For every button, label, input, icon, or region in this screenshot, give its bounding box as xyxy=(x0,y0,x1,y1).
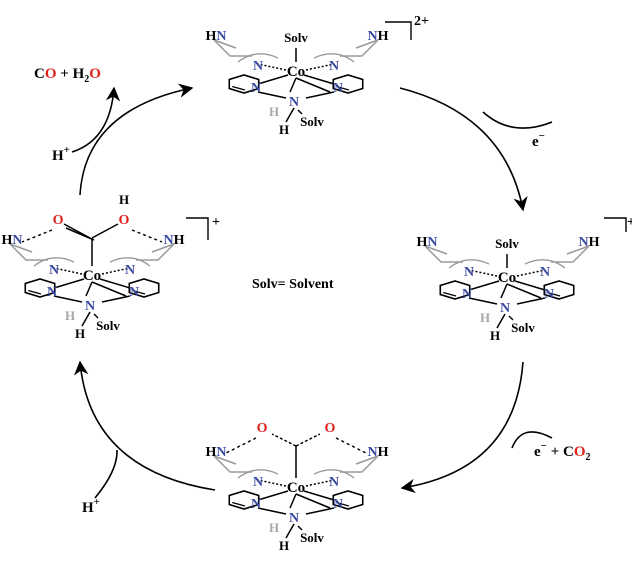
hydroxyl-oxygen: O xyxy=(119,213,130,228)
nitrogen-left-upper: N xyxy=(464,265,474,280)
nitrogen-right-lower: N xyxy=(333,497,343,512)
carboxylate-oxygen-right: O xyxy=(325,421,336,436)
hydroxyl-hydrogen: H xyxy=(119,192,129,207)
macrocycle-backbone xyxy=(213,39,379,57)
reduction-co2-label: e− + CO2 xyxy=(534,440,591,463)
bracket-left xyxy=(186,217,209,240)
charge-brackets xyxy=(186,21,627,240)
nitrogen-bridge: N xyxy=(289,511,299,526)
cobalt-center: Co xyxy=(498,270,516,286)
branch-electron-in-1 xyxy=(482,111,553,129)
cycle-arrows xyxy=(71,83,553,499)
hydrogen-bridge-front: H xyxy=(279,538,289,553)
nitrogen-bridge: N xyxy=(85,299,95,314)
amine-right: NH xyxy=(367,29,388,44)
carboxylate-oxygen-left: O xyxy=(257,421,268,436)
bracket-right xyxy=(604,217,627,232)
pyridine-ring-right xyxy=(332,74,364,94)
co-bonds xyxy=(257,63,335,123)
bracket-top xyxy=(385,21,412,40)
product-release-label: CO + H2O xyxy=(34,66,101,85)
nitrogen-left-lower: N xyxy=(251,497,261,512)
solvent-axial-bottom: Solv xyxy=(300,114,324,129)
macrocycle-bridge xyxy=(33,257,151,267)
protonation-label-left: H+ xyxy=(52,144,70,164)
cobalt-center: Co xyxy=(287,480,305,496)
co-bonds xyxy=(468,269,546,329)
amine-right: NH xyxy=(578,235,599,250)
cobalt-center: Co xyxy=(83,268,101,284)
branch-electron-co2-in xyxy=(511,431,553,449)
arrow-bottom-to-left xyxy=(74,360,216,491)
macrocycle-backbone xyxy=(213,455,379,473)
nitrogen-right-upper: N xyxy=(329,59,339,74)
nitrogen-left-lower: N xyxy=(462,287,472,302)
macrocycle-bridge xyxy=(237,53,355,63)
nitrogen-right-lower: N xyxy=(129,285,139,300)
nitrogen-right-lower: N xyxy=(333,81,343,96)
hydrogen-bridge-back: H xyxy=(269,104,279,119)
arrow-right-to-bottom xyxy=(400,361,524,494)
arrow-top-to-right xyxy=(399,87,528,212)
co-bonds xyxy=(257,479,335,539)
pyridine-ring-left xyxy=(228,74,260,94)
nitrogen-bridge: N xyxy=(500,301,510,316)
hydrogen-bridge-front: H xyxy=(75,326,85,341)
hydrogen-bridge-back: H xyxy=(65,308,75,323)
solvent-axial-top: Solv xyxy=(495,236,519,251)
solvent-legend: Solv= Solvent xyxy=(252,277,334,292)
nitrogen-left-upper: N xyxy=(253,475,263,490)
solvent-axial-bottom: Solv xyxy=(300,530,324,545)
branch-proton-in-2 xyxy=(71,86,121,153)
amine-left: HN xyxy=(1,233,22,248)
charge-top: 2+ xyxy=(414,14,429,29)
nitrogen-right-upper: N xyxy=(540,265,550,280)
macrocycle-backbone xyxy=(424,245,590,263)
macrocycle-bridge xyxy=(237,469,355,479)
hydrogen-bridge-back: H xyxy=(269,520,279,535)
hydrogen-bridge-back: H xyxy=(480,310,490,325)
charge-right: + xyxy=(627,215,632,230)
pyridine-ring-right xyxy=(332,490,364,510)
charge-left: + xyxy=(212,215,220,230)
branch-proton-in-1 xyxy=(94,449,118,499)
macrocycle-backbone xyxy=(9,243,175,261)
nitrogen-left-lower: N xyxy=(47,285,57,300)
amine-left: HN xyxy=(205,29,226,44)
protonation-label-bottom: H+ xyxy=(82,496,100,516)
pyridine-ring-right xyxy=(128,278,160,298)
macrocycle-bridge xyxy=(448,259,566,269)
nitrogen-right-upper: N xyxy=(329,475,339,490)
co-bonds xyxy=(53,267,131,327)
hydrogen-bridge-front: H xyxy=(490,328,500,343)
solvent-axial-bottom: Solv xyxy=(96,318,120,333)
carbonyl-oxygen: O xyxy=(53,213,64,228)
cobalt-center: Co xyxy=(287,64,305,80)
amine-right: NH xyxy=(367,445,388,460)
amine-right: NH xyxy=(163,233,184,248)
nitrogen-right-lower: N xyxy=(544,287,554,302)
arrow-left-to-top xyxy=(79,83,194,196)
pyridine-ring-right xyxy=(543,280,575,300)
nitrogen-bridge: N xyxy=(289,95,299,110)
solvent-axial-top: Solv xyxy=(284,30,308,45)
nitrogen-left-lower: N xyxy=(251,81,261,96)
reduction-label-1: e− xyxy=(532,130,545,150)
hydrogen-bridge-front: H xyxy=(279,122,289,137)
amine-left: HN xyxy=(205,445,226,460)
nitrogen-right-upper: N xyxy=(125,263,135,278)
pyridine-ring-left xyxy=(439,280,471,300)
amine-left: HN xyxy=(416,235,437,250)
nitrogen-left-upper: N xyxy=(253,59,263,74)
nitrogen-left-upper: N xyxy=(49,263,59,278)
pyridine-ring-left xyxy=(228,490,260,510)
pyridine-ring-left xyxy=(24,278,56,298)
solvent-axial-bottom: Solv xyxy=(511,320,535,335)
